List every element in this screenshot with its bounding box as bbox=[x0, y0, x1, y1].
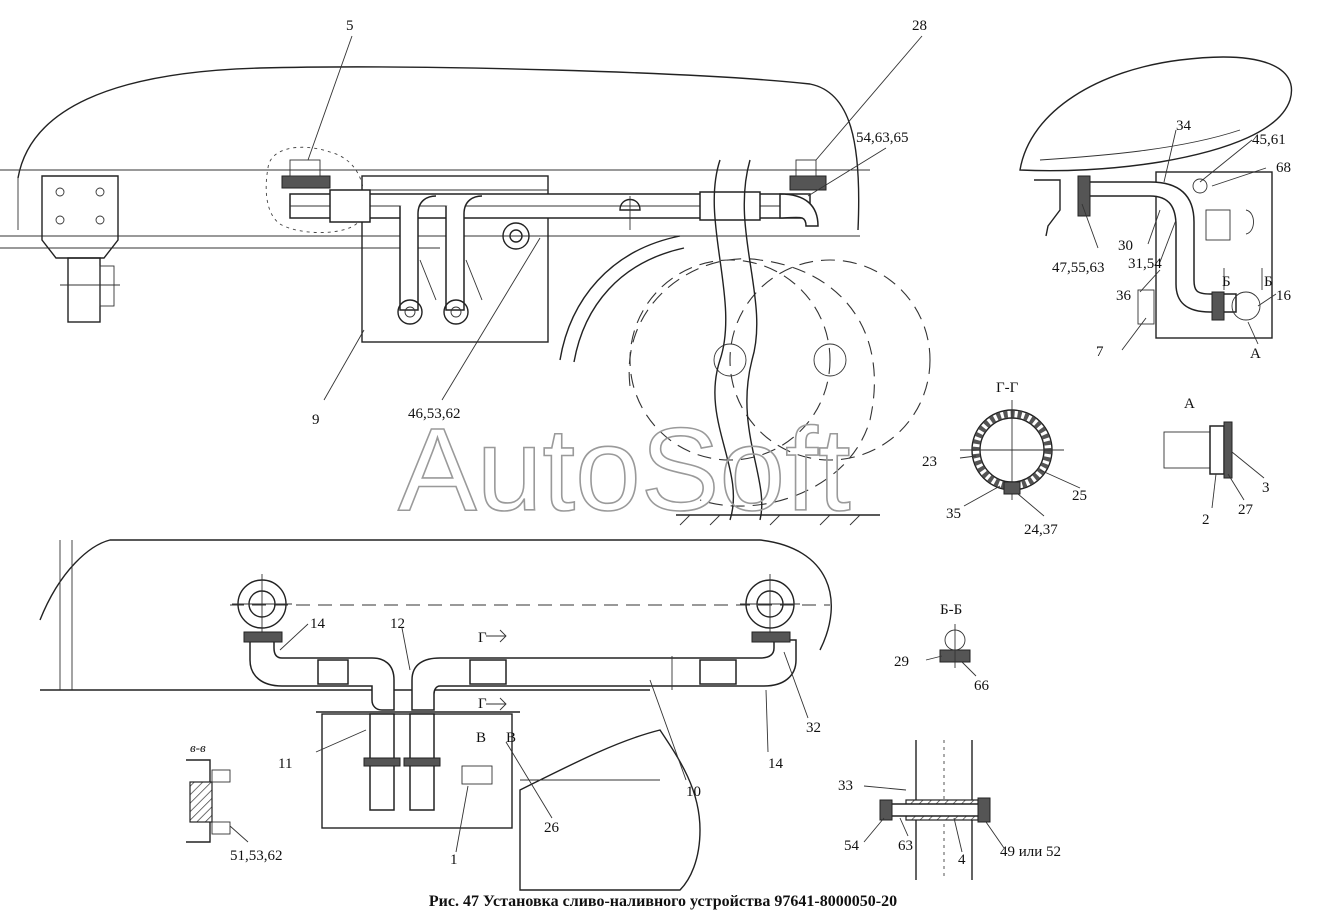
callout-35: 35 bbox=[946, 506, 961, 522]
section-v-v bbox=[186, 759, 249, 843]
callout-27: 27 bbox=[1238, 502, 1254, 518]
callout-34: 34 bbox=[1176, 118, 1192, 134]
callout-16: 16 bbox=[1276, 288, 1292, 304]
mark-v-left: В bbox=[476, 730, 486, 746]
callout-1: 1 bbox=[450, 852, 458, 868]
callout-26: 26 bbox=[544, 820, 560, 836]
callout-12: 12 bbox=[390, 616, 405, 632]
callout-66: 66 bbox=[974, 678, 990, 694]
mark-b-right: Б bbox=[1264, 274, 1273, 290]
mark-g-top: Г bbox=[478, 630, 487, 646]
end-view bbox=[1019, 56, 1293, 351]
mark-v-right: В bbox=[506, 730, 516, 746]
callout-54: 54 bbox=[844, 838, 860, 854]
callout-25: 25 bbox=[1072, 488, 1087, 504]
callout-11: 11 bbox=[278, 756, 292, 772]
callout-23: 23 bbox=[922, 454, 937, 470]
callout-33: 33 bbox=[838, 778, 853, 794]
callout-7: 7 bbox=[1096, 344, 1104, 360]
callout-24-37: 24,37 bbox=[1024, 522, 1058, 538]
watermark-text: AutoSoft bbox=[398, 404, 851, 536]
mark-a: А bbox=[1250, 346, 1261, 362]
callout-68: 68 bbox=[1276, 160, 1291, 176]
callout-2: 2 bbox=[1202, 512, 1210, 528]
section-label-vv: в-в bbox=[190, 740, 206, 755]
section-label-bb: Б-Б bbox=[940, 602, 962, 618]
callout-54-63-65: 54,63,65 bbox=[856, 130, 909, 146]
callout-49-52: 49 или 52 bbox=[1000, 844, 1061, 860]
callout-29: 29 bbox=[894, 654, 909, 670]
detail-a bbox=[1163, 421, 1265, 509]
callout-9: 9 bbox=[312, 412, 320, 428]
callout-4: 4 bbox=[958, 852, 966, 868]
callout-47-55-63: 47,55,63 bbox=[1052, 260, 1105, 276]
callout-32: 32 bbox=[806, 720, 821, 736]
section-g-g bbox=[959, 400, 1081, 517]
callout-3: 3 bbox=[1262, 480, 1270, 496]
callout-14-right: 14 bbox=[768, 756, 784, 772]
bolt-detail bbox=[863, 740, 1005, 880]
section-label-gg: Г-Г bbox=[996, 380, 1019, 396]
plan-view bbox=[39, 539, 832, 891]
callout-10: 10 bbox=[686, 784, 701, 800]
section-b-b bbox=[925, 624, 977, 677]
callout-46-53-62: 46,53,62 bbox=[408, 406, 461, 422]
callout-5: 5 bbox=[346, 18, 354, 34]
callout-30: 30 bbox=[1118, 238, 1133, 254]
mark-g-bottom: Г bbox=[478, 696, 487, 712]
callout-14-left: 14 bbox=[310, 616, 326, 632]
callout-63: 63 bbox=[898, 838, 913, 854]
callout-45-61: 45,61 bbox=[1252, 132, 1286, 148]
figure-caption: Рис. 47 Установка сливо-наливного устрой… bbox=[428, 893, 898, 910]
callout-28: 28 bbox=[912, 18, 927, 34]
callout-51-53-62: 51,53,62 bbox=[230, 848, 283, 864]
callout-31-54: 31,54 bbox=[1128, 256, 1162, 272]
side-view bbox=[0, 35, 931, 526]
section-label-a: А bbox=[1184, 396, 1195, 412]
callout-36: 36 bbox=[1116, 288, 1132, 304]
mark-b-left: Б bbox=[1222, 274, 1231, 290]
